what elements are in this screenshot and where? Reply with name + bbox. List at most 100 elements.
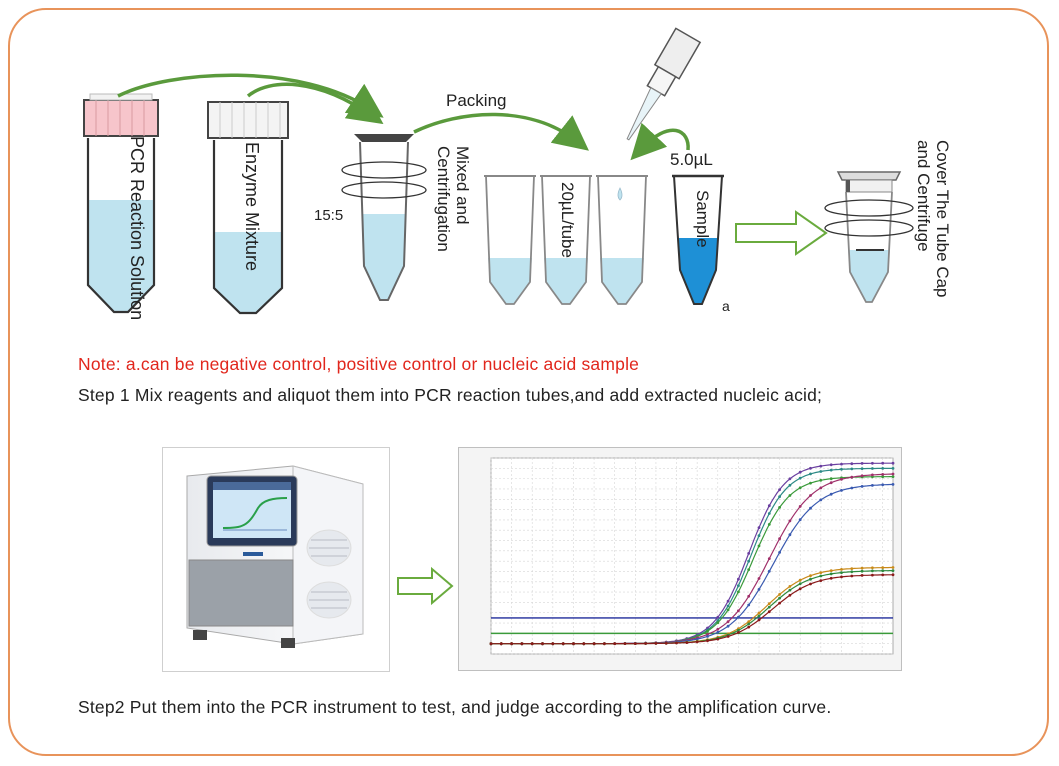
data-point [891, 472, 895, 476]
data-point [798, 486, 802, 490]
data-point [850, 486, 854, 490]
data-point [798, 505, 802, 508]
data-point [871, 573, 874, 577]
data-point [871, 467, 874, 470]
data-point [829, 492, 833, 496]
data-point [767, 523, 771, 526]
data-point [685, 641, 689, 644]
data-point [829, 477, 833, 481]
data-point [737, 631, 740, 634]
data-point [675, 641, 678, 645]
data-point [819, 498, 823, 502]
data-point [840, 462, 843, 466]
covered-tube [824, 171, 914, 303]
data-point [613, 642, 617, 646]
data-point [840, 568, 843, 571]
data-point [829, 481, 833, 485]
data-point [840, 477, 843, 481]
data-point [778, 488, 781, 491]
data-point [850, 467, 854, 471]
data-point [819, 478, 823, 482]
data-point [726, 620, 730, 623]
mix-tube [341, 134, 427, 301]
amplification-chart [458, 447, 902, 671]
data-point [726, 635, 730, 638]
data-point [757, 526, 761, 529]
data-point [850, 570, 854, 574]
data-point [840, 575, 843, 579]
data-point [747, 603, 751, 607]
data-point [881, 467, 885, 470]
outer-frame [8, 8, 1049, 756]
data-point [891, 461, 895, 465]
data-point [819, 464, 823, 468]
data-point [747, 594, 751, 598]
data-point [871, 484, 874, 487]
data-point [788, 593, 792, 597]
data-point [644, 642, 647, 645]
data-point [706, 639, 709, 643]
data-point [726, 604, 730, 608]
amplification-curve [491, 574, 893, 645]
data-point [572, 642, 575, 646]
data-point [881, 461, 885, 465]
data-point [778, 506, 781, 509]
data-point [809, 577, 812, 581]
data-point [778, 537, 781, 541]
data-point [819, 579, 823, 582]
step2-text: Step2 Put them into the PCR instrument t… [78, 697, 832, 717]
volume-label: 5.0µL [670, 150, 713, 169]
data-point [767, 569, 771, 573]
data-point [871, 569, 874, 573]
data-point [891, 475, 895, 478]
data-point [819, 574, 823, 578]
data-point [809, 582, 812, 586]
tube1-label: PCR Reaction Solution [127, 136, 147, 321]
plot-area [490, 457, 894, 655]
data-point [767, 504, 771, 508]
data-point [798, 582, 802, 586]
data-point [747, 625, 751, 629]
data-point [829, 572, 833, 576]
data-point [767, 605, 771, 609]
arrow-tube1-to-mix [117, 73, 384, 118]
data-point [809, 494, 812, 497]
data-point [726, 608, 730, 612]
data-point [829, 468, 833, 472]
data-point [881, 566, 885, 569]
data-point [757, 534, 761, 538]
data-point [737, 584, 740, 588]
data-point [809, 481, 812, 485]
data-point [778, 596, 781, 600]
data-point [706, 633, 709, 636]
data-point [778, 495, 781, 498]
data-point [840, 467, 843, 471]
data-point [778, 593, 781, 596]
data-point [582, 642, 586, 646]
data-point [778, 551, 781, 554]
data-point [767, 512, 771, 515]
aliquot-tubes [484, 175, 648, 305]
data-point [881, 475, 885, 479]
aliquot-label: 20µL/tube [558, 182, 577, 258]
data-point [716, 621, 720, 625]
data-point [716, 630, 720, 634]
data-point [510, 642, 513, 646]
pipette-icon [626, 27, 702, 141]
data-point [840, 571, 843, 574]
data-point [695, 640, 699, 644]
sample-mark: a [722, 298, 730, 314]
data-point [850, 567, 854, 570]
data-point [695, 637, 699, 641]
data-point [623, 642, 627, 645]
data-point [747, 622, 751, 626]
data-point [881, 483, 885, 487]
data-point [737, 577, 740, 581]
data-point [551, 642, 555, 646]
data-point [788, 477, 792, 481]
data-point [757, 577, 761, 580]
data-point [788, 483, 792, 487]
step1-text: Step 1 Mix reagents and aliquot them int… [78, 385, 823, 405]
data-point [860, 569, 864, 573]
data-point [706, 635, 709, 638]
